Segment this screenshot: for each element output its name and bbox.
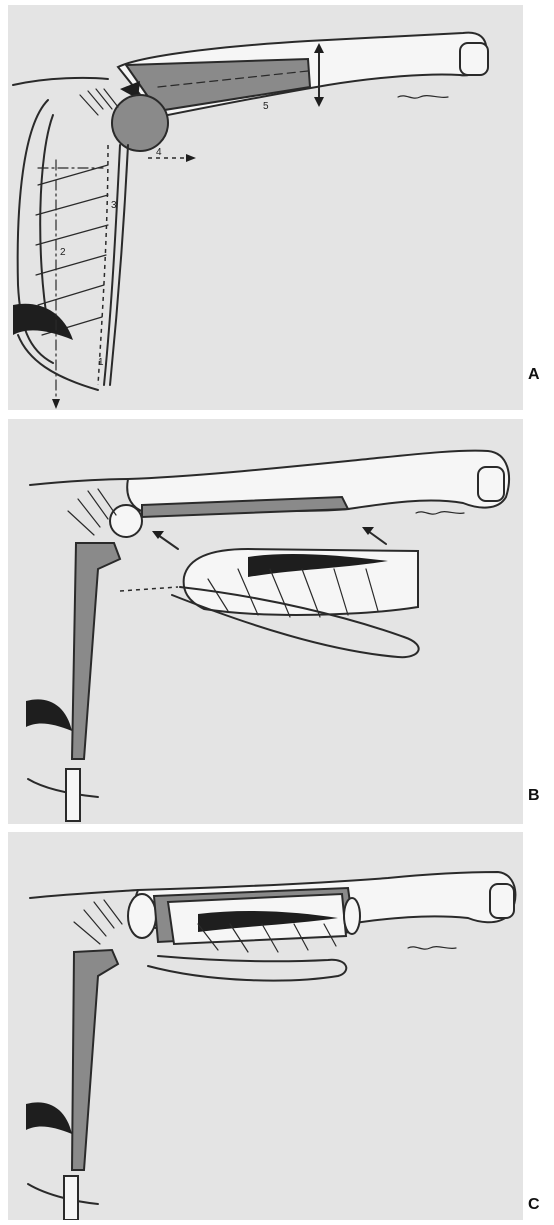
flap-lower-curve (18, 335, 98, 390)
distal-insertion (344, 898, 360, 934)
pedicle-loop (148, 956, 346, 981)
callout-4: 4 (156, 147, 162, 158)
humeral-head (112, 95, 168, 151)
suture-strip (64, 1176, 78, 1220)
elbow-condyle (490, 884, 514, 918)
shoulder-contour (13, 78, 108, 85)
panel-c-illustration (8, 832, 523, 1220)
hatch-clavicle (74, 900, 122, 944)
flap-inner-border (40, 115, 53, 325)
chest-wall-strip (72, 543, 120, 759)
breast-shadow (26, 1102, 72, 1134)
hatch-clavicle (68, 489, 116, 535)
panel-label-b: B (528, 787, 540, 805)
artist-signature (398, 96, 448, 99)
arrow-4-head (186, 154, 196, 162)
panel-c-drawing (8, 832, 523, 1220)
shoulder-contour (30, 890, 138, 898)
callout-1: 1 (98, 357, 104, 368)
shoulder-contour (30, 479, 128, 485)
pedicle-left (104, 145, 120, 385)
panel-label-a: A (528, 366, 540, 384)
elbow-condyle (478, 467, 504, 501)
elbow-condyle (460, 43, 488, 75)
panel-b-drawing (8, 419, 523, 824)
suture-strip (66, 769, 80, 821)
panel-a-illustration: 1 2 3 4 5 (8, 5, 523, 410)
callout-3: 3 (111, 200, 117, 211)
axis-arrow-down (52, 399, 60, 409)
artist-signature (408, 947, 456, 950)
panel-label-c: C (528, 1196, 540, 1214)
chest-wall-strip (72, 950, 118, 1170)
callout-5: 5 (263, 101, 269, 112)
artist-signature (416, 512, 464, 515)
humeral-head (110, 505, 142, 537)
callout-2: 2 (60, 247, 66, 258)
pedicle-dashed (120, 587, 178, 591)
panel-a-drawing: 1 2 3 4 5 (8, 5, 523, 410)
hatch-clavicle (80, 89, 118, 115)
arrow-left-line (158, 535, 178, 549)
humeral-head (128, 894, 156, 938)
arrow-head-down (314, 97, 324, 107)
breast-shadow (26, 699, 72, 731)
panel-b-illustration (8, 419, 523, 824)
arrow-right-line (368, 531, 386, 544)
chest-lower-curve (28, 779, 98, 797)
